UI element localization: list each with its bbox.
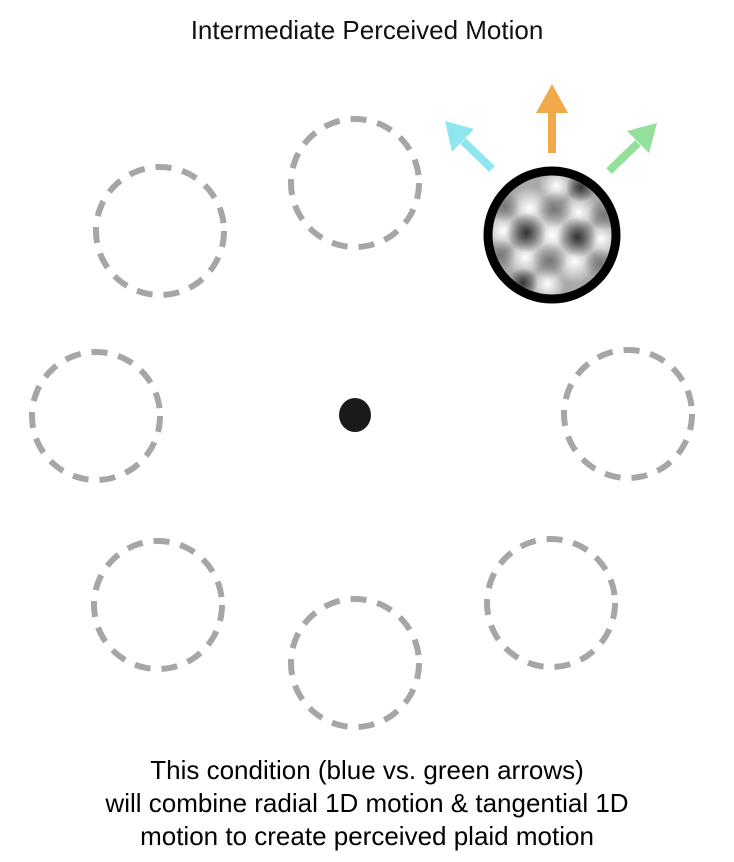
motion-arrows [445,84,657,174]
caption: This condition (blue vs. green arrows) w… [0,754,734,853]
arrow-icon [606,123,657,174]
dashed-circle-icon [288,596,422,730]
arrow-icon [536,84,568,153]
dashed-circle-icon [93,164,227,298]
dashed-circle-icon [91,538,225,672]
arrow-icon [445,121,495,172]
fixation-dot-icon [339,398,371,432]
stimulus-ring [483,166,621,304]
caption-line: will combine radial 1D motion & tangenti… [105,788,629,818]
plaid-grating-icon [483,166,621,304]
caption-line: This condition (blue vs. green arrows) [150,755,584,785]
dashed-circle-icon [484,536,618,670]
dashed-circle-icon [288,116,422,250]
caption-line: motion to create perceived plaid motion [140,821,594,851]
dashed-circle-icon [29,349,163,483]
placeholder-rings [29,116,695,730]
diagram-title: Intermediate Perceived Motion [190,15,544,45]
dashed-circle-icon [561,347,695,481]
